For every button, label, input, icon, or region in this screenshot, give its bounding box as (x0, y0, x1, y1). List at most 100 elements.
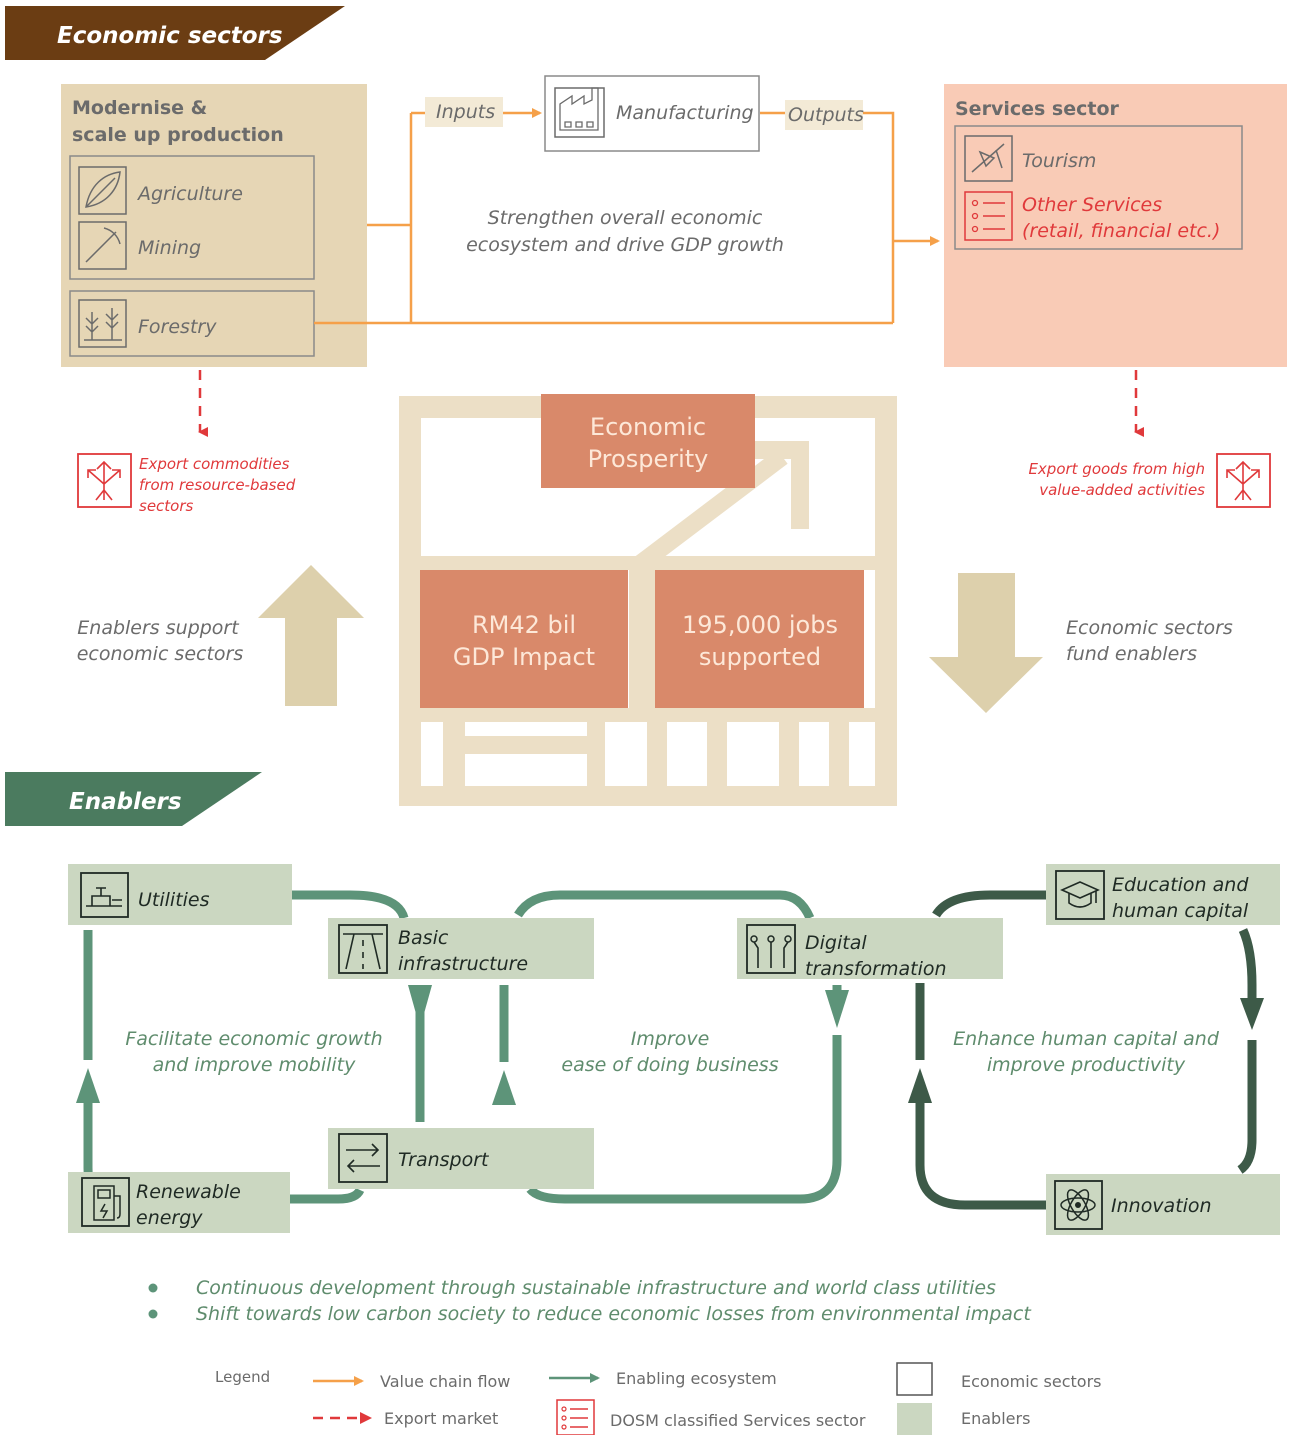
svg-text:sectors: sectors (139, 497, 194, 515)
svg-text:Renewable: Renewable (136, 1181, 241, 1203)
svg-text:RM42 bil: RM42 bil (472, 611, 576, 639)
svg-text:energy: energy (136, 1207, 203, 1229)
sectors-fund-text: Economic sectors fund enablers (1066, 617, 1233, 665)
svg-text:Economic sectors: Economic sectors (57, 23, 283, 49)
svg-text:and improve mobility: and improve mobility (153, 1054, 357, 1076)
export-left: Export commodities from resource-based s… (77, 370, 296, 515)
svg-text:transformation: transformation (805, 958, 947, 980)
svg-text:Other Services: Other Services (1022, 194, 1162, 216)
other-services-item: Other Services (retail, financial etc.) (964, 191, 1220, 242)
strengthen-text: Strengthen overall economic ecosystem an… (466, 207, 784, 256)
digital-transformation-box: Digital transformation (737, 918, 1003, 980)
svg-text:DOSM classified Services secto: DOSM classified Services sector (610, 1411, 866, 1430)
svg-text:Prosperity: Prosperity (588, 445, 709, 473)
svg-text:(retail, financial etc.): (retail, financial etc.) (1022, 220, 1220, 242)
svg-text:Improve: Improve (631, 1028, 710, 1050)
svg-text:value-added activities: value-added activities (1039, 481, 1205, 499)
svg-text:infrastructure: infrastructure (398, 953, 528, 975)
transport-box: Transport (328, 1128, 594, 1189)
charging-station-icon (81, 1177, 130, 1227)
down-arrow (929, 573, 1043, 713)
svg-text:GDP Impact: GDP Impact (453, 643, 595, 671)
svg-text:from resource-based: from resource-based (139, 476, 296, 494)
trees-icon (78, 299, 127, 348)
svg-text:195,000 jobs: 195,000 jobs (682, 611, 838, 639)
exchange-arrows-icon (338, 1133, 388, 1183)
svg-text:Economic sectors: Economic sectors (961, 1372, 1102, 1391)
svg-text:Basic: Basic (398, 927, 449, 949)
svg-text:Outputs: Outputs (788, 104, 864, 126)
svg-text:Innovation: Innovation (1111, 1195, 1212, 1217)
svg-text:Transport: Transport (398, 1149, 490, 1171)
gdp-impact-box: RM42 bil GDP Impact (420, 570, 628, 708)
svg-text:scale up production: scale up production (72, 124, 284, 146)
enablers-header: Enablers (5, 772, 262, 826)
svg-text:Inputs: Inputs (436, 101, 495, 123)
svg-text:Facilitate economic growth: Facilitate economic growth (125, 1028, 382, 1050)
svg-text:Export market: Export market (384, 1409, 498, 1428)
svg-text:ease of doing business: ease of doing business (561, 1054, 778, 1076)
agriculture-item: Agriculture (78, 166, 243, 215)
svg-text:Value chain flow: Value chain flow (380, 1372, 510, 1391)
list-icon (964, 191, 1013, 241)
loop-arrowheads (76, 985, 1264, 1105)
enabling-loops (83, 890, 1257, 1210)
tourism-item: Tourism (964, 135, 1096, 182)
svg-text:Enablers: Enablers (961, 1409, 1030, 1428)
svg-text:supported: supported (699, 643, 821, 671)
pickaxe-icon (78, 221, 127, 270)
svg-text:Modernise &: Modernise & (72, 97, 207, 119)
svg-text:fund enablers: fund enablers (1066, 643, 1197, 665)
svg-text:Tourism: Tourism (1022, 150, 1096, 172)
jobs-supported-box: 195,000 jobs supported (655, 570, 864, 708)
enablers-support-text: Enablers support economic sectors (77, 617, 244, 665)
svg-text:Digital: Digital (805, 932, 867, 954)
svg-text:improve productivity: improve productivity (987, 1054, 1186, 1076)
svg-text:Enhance human capital and: Enhance human capital and (953, 1028, 1220, 1050)
up-arrow (258, 565, 364, 706)
factory-icon (554, 87, 605, 138)
education-box: Education and human capital (1046, 864, 1280, 925)
airplane-icon (964, 135, 1013, 182)
svg-text:human capital: human capital (1112, 900, 1249, 922)
svg-text:Strengthen overall economic: Strengthen overall economic (488, 207, 763, 229)
svg-text:Mining: Mining (138, 237, 201, 259)
legend: Legend Value chain flow Export market En… (215, 1362, 1102, 1436)
svg-text:ecosystem and drive GDP growth: ecosystem and drive GDP growth (466, 234, 784, 256)
export-arrows-icon (77, 453, 132, 508)
road-icon (338, 924, 388, 974)
services-panel: Services sector (944, 84, 1287, 367)
svg-text:Continuous development through: Continuous development through sustainab… (196, 1277, 996, 1299)
basic-infrastructure-box: Basic infrastructure (328, 918, 594, 979)
svg-text:Services sector: Services sector (955, 98, 1120, 120)
svg-text:Agriculture: Agriculture (136, 183, 243, 205)
svg-text:Manufacturing: Manufacturing (616, 102, 754, 124)
atom-icon (1054, 1180, 1103, 1230)
svg-text:Economic sectors: Economic sectors (1066, 617, 1233, 639)
renewable-energy-box: Renewable energy (68, 1172, 290, 1233)
svg-text:economic sectors: economic sectors (77, 643, 244, 665)
svg-text:Economic: Economic (590, 413, 706, 441)
manufacturing-box: Manufacturing (544, 75, 760, 152)
svg-text:Enablers support: Enablers support (77, 617, 240, 639)
value-chain-lines (314, 108, 940, 325)
bullet-list: Continuous development through sustainab… (148, 1277, 1032, 1325)
svg-text:Education and: Education and (1112, 874, 1249, 896)
mining-item: Mining (78, 221, 201, 270)
enhance-text: Enhance human capital and improve produc… (953, 1028, 1220, 1076)
economic-prosperity-box: Economic Prosperity (541, 394, 755, 488)
outputs-label: Outputs (785, 100, 864, 130)
svg-text:Utilities: Utilities (138, 889, 210, 911)
faucet-icon (80, 872, 129, 918)
utilities-box: Utilities (68, 864, 292, 925)
facilitate-text: Facilitate economic growth and improve m… (125, 1028, 382, 1076)
svg-text:Forestry: Forestry (138, 316, 217, 338)
improve-text: Improve ease of doing business (561, 1028, 778, 1076)
leaf-icon (78, 166, 127, 215)
svg-text:Enablers: Enablers (69, 789, 182, 815)
svg-text:Shift towards low carbon socie: Shift towards low carbon society to redu… (196, 1303, 1032, 1325)
circuit-icon (746, 924, 796, 974)
export-right: Export goods from high value-added activ… (1028, 370, 1271, 508)
graduation-cap-icon (1055, 870, 1105, 920)
